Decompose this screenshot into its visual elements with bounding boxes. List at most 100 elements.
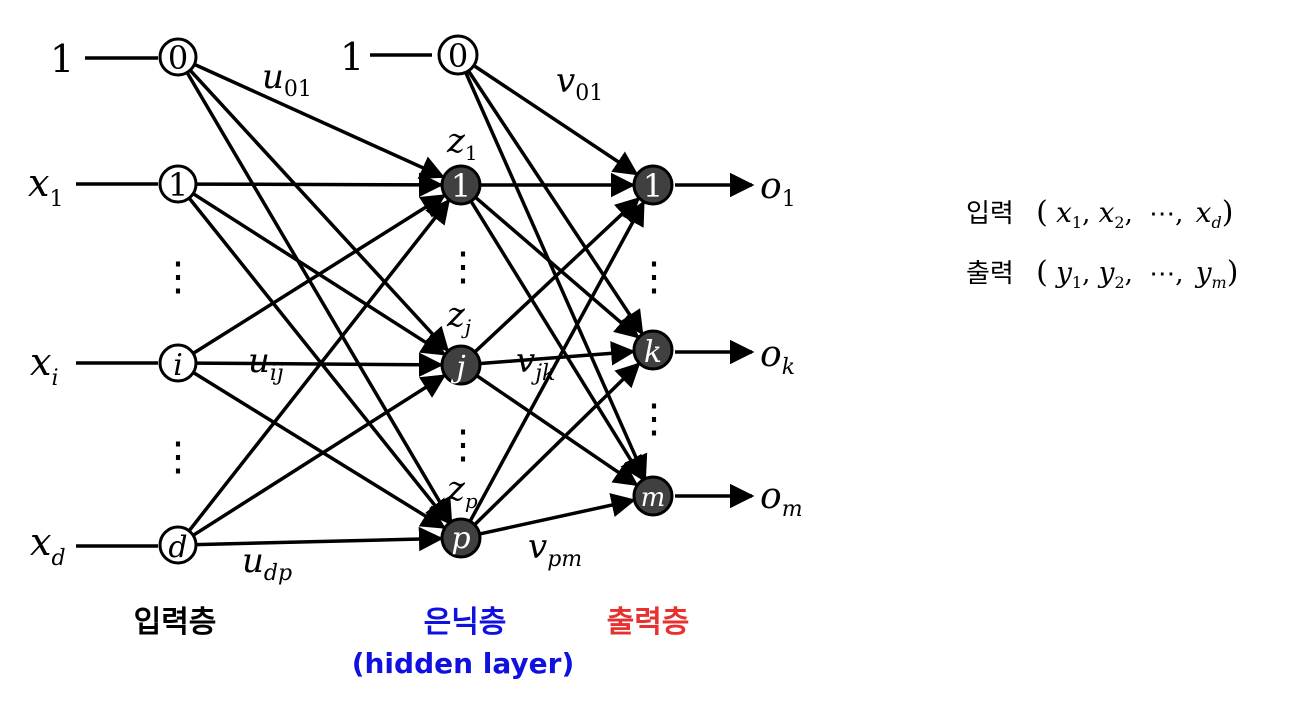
- edge-hidden-0-output-k: [466, 69, 644, 336]
- ok-sub: k: [782, 355, 795, 380]
- output-y2-base: y: [1097, 256, 1116, 289]
- output-layer-label: 출력층: [607, 605, 690, 640]
- output-ellipsis: ⋯: [1149, 259, 1175, 289]
- input-dots-upper: ⋮: [158, 254, 198, 300]
- input-x2-sub: 2: [1114, 213, 1124, 232]
- input-node-i-label: i: [173, 348, 183, 383]
- udp-label: udp: [242, 541, 292, 586]
- v01-base: v: [556, 61, 575, 101]
- edge-hidden-p-output-1: [468, 200, 645, 524]
- input-ellipsis: ⋯: [1149, 199, 1175, 229]
- hidden-dots-upper: ⋮: [443, 244, 483, 290]
- edge-input-0-hidden-j: [188, 69, 450, 353]
- ok-base: o: [760, 334, 782, 375]
- output-labels: o1 ok om: [760, 166, 803, 522]
- io-definitions: 입력 ( x1, x2, ⋯, xd) 출력 ( y1, y2, ⋯, ym): [966, 195, 1238, 292]
- hidden-node-p: p: [440, 517, 482, 559]
- udp-sub: dp: [264, 561, 292, 586]
- z1-base: z: [446, 121, 466, 161]
- input-lines: [76, 53, 432, 548]
- hidden-layer-english-label: (hidden layer): [352, 647, 575, 680]
- output-y1-sub: 1: [1072, 273, 1082, 292]
- input-x1-sub: 1: [1072, 213, 1082, 232]
- output-close-paren: ): [1227, 255, 1239, 290]
- edge-hidden-j-output-m: [474, 373, 639, 487]
- vpm-label: vpm: [528, 527, 582, 572]
- input-node-0-label: 0: [168, 39, 188, 77]
- xi-sub: i: [51, 366, 58, 391]
- uij-sub: ij: [270, 361, 284, 386]
- input-close-paren: ): [1222, 195, 1234, 230]
- v01-label: v01: [556, 61, 603, 106]
- output-node-m-label: m: [641, 483, 666, 513]
- xd-label: xd: [30, 520, 66, 571]
- vjk-sub: jk: [530, 361, 555, 386]
- output-dots-upper: ⋮: [634, 254, 674, 300]
- zp-sub: p: [465, 489, 478, 513]
- edge-hidden-j-output-k: [478, 341, 636, 366]
- edge-input-d-hidden-p: [195, 526, 444, 552]
- edge-input-0-hidden-p: [185, 71, 453, 523]
- input-node-0: 0: [158, 37, 198, 77]
- output-comma-2: ,: [1125, 259, 1133, 289]
- zj-sub: j: [461, 315, 471, 339]
- input-x2-base: x: [1099, 196, 1115, 229]
- o1-label: o1: [760, 166, 796, 212]
- x1-base: x: [28, 161, 49, 205]
- input-definition: 입력 ( x1, x2, ⋯, xd): [966, 195, 1233, 232]
- xi-label: xi: [30, 340, 58, 391]
- output-y1-base: y: [1054, 256, 1073, 289]
- edge-hidden-p-output-k: [472, 362, 641, 527]
- ok-label: ok: [760, 334, 795, 380]
- output-ym-sub: m: [1212, 273, 1227, 292]
- layer-labels: 입력층 은닉층 (hidden layer) 출력층: [134, 605, 690, 680]
- hidden-node-j: j: [440, 344, 482, 386]
- xd-base: x: [30, 520, 51, 564]
- input-xd-base: x: [1196, 196, 1212, 229]
- x1-label: x1: [28, 161, 63, 212]
- edge-hidden-p-output-m: [478, 493, 636, 536]
- zp-label: zp: [446, 469, 478, 513]
- input-node-1-label: 1: [168, 166, 188, 204]
- output-definition: 출력 ( y1, y2, ⋯, ym): [966, 255, 1238, 292]
- o1-sub: 1: [782, 187, 796, 212]
- edge-input-i-hidden-1: [192, 194, 447, 355]
- edge-hidden-j-output-1: [472, 197, 641, 354]
- output-open-paren: (: [1036, 255, 1048, 290]
- connections: [185, 62, 648, 552]
- input-x1-base: x: [1056, 196, 1072, 229]
- output-definition-label: 출력: [966, 259, 1014, 289]
- vjk-label: vjk: [516, 341, 555, 386]
- zj-base: z: [446, 295, 466, 335]
- input-dots-lower: ⋮: [158, 434, 198, 480]
- output-node-1-label: 1: [643, 167, 663, 205]
- edge-input-1-hidden-p: [187, 197, 451, 525]
- om-label: om: [760, 476, 803, 522]
- uij-base: u: [248, 341, 270, 381]
- hidden-node-1: 1: [440, 164, 482, 206]
- u01-label: u01: [262, 57, 312, 102]
- output-y2-sub: 2: [1114, 273, 1124, 292]
- input-comma-2: ,: [1125, 199, 1133, 229]
- output-layer-nodes: 1 k m: [632, 164, 674, 517]
- input-definition-label: 입력: [966, 199, 1014, 229]
- edge-input-i-hidden-p: [192, 371, 447, 529]
- weight-labels: u01 uij udp v01 vjk vpm: [242, 57, 603, 586]
- xd-sub: d: [51, 546, 65, 571]
- output-dots-lower: ⋮: [634, 396, 674, 442]
- vjk-base: v: [516, 341, 535, 381]
- input-layer-label: 입력층: [134, 605, 217, 640]
- edge-hidden-1-output-m: [469, 199, 644, 482]
- edge-input-1-hidden-1: [195, 172, 444, 198]
- z1-label: z1: [446, 121, 478, 165]
- output-node-k-label: k: [644, 335, 662, 370]
- input-bias-label: 1: [50, 37, 74, 81]
- hidden-node-0: 0: [437, 34, 479, 76]
- input-node-i: i: [158, 343, 198, 383]
- hidden-z-labels: z1 zj zp: [446, 121, 478, 513]
- input-node-1: 1: [158, 164, 198, 204]
- uij-label: uij: [248, 341, 284, 386]
- hidden-bias-label: 1: [340, 35, 364, 79]
